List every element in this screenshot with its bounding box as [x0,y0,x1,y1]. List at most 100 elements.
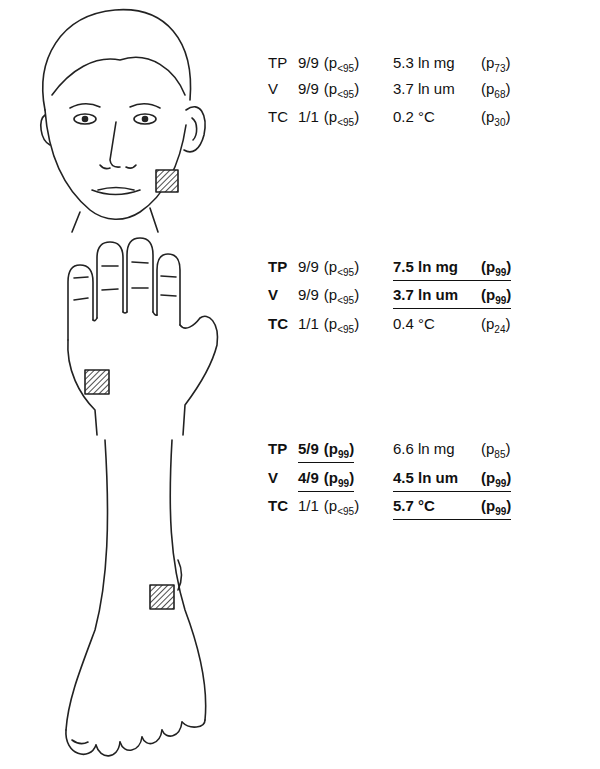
percentile-close: ) [354,80,359,97]
value-group: TC [268,497,288,515]
value-group: TC [268,315,288,333]
percentile-open: (p [481,258,495,275]
percentile-close: ) [349,440,354,457]
ratio-value: 5/9 [298,440,319,457]
test-name: TP [268,440,287,457]
value-group: TP [268,54,287,72]
value-group: (p24) [481,315,510,335]
percentile-close: ) [505,80,510,97]
value-group: 9/9(p<95) [298,80,359,100]
percentile-close: ) [506,469,511,486]
percentile-close: ) [354,258,359,275]
percentile-subscript: <95 [337,295,354,306]
percentile-close: ) [505,440,510,457]
percentile-subscript: 99 [338,478,349,489]
value-group: (p85) [481,440,510,460]
value-group: (p99) [481,286,511,306]
measured-value: 4.5 ln um [393,469,458,486]
value-group: TC [268,108,288,126]
percentile-open: (p [481,54,494,71]
measured-value: 0.4 °C [393,315,435,332]
test-name: V [268,80,278,97]
measured-value: 3.7 ln um [393,80,455,97]
percentile-close: ) [354,54,359,71]
foot-drawing [66,440,206,756]
test-name: TC [268,108,288,125]
percentile-close: ) [506,497,511,514]
percentile-subscript: 99 [495,478,506,489]
value-group: 4/9(p99) [298,469,354,489]
percentile-open: (p [481,497,495,514]
value-group: 9/9(p<95) [298,54,359,74]
measured-value: 7.5 ln mg [393,258,458,275]
value-group: 6.6 ln mg [393,440,455,458]
percentile-subscript: <95 [337,267,354,278]
value-group: 1/1(p<95) [298,108,359,128]
percentile-open: (p [324,258,337,275]
percentile-open: (p [324,440,338,457]
value-group: 4.5 ln um [393,469,458,487]
percentile-subscript: 68 [494,89,505,100]
percentile-close: ) [505,108,510,125]
percentile-subscript: 30 [494,117,505,128]
percentile-open: (p [324,108,337,125]
percentile-close: ) [354,286,359,303]
percentile-open: (p [481,315,494,332]
value-group: V [268,286,278,304]
value-group: 5.3 ln mg [393,54,455,72]
test-name: TP [268,258,287,275]
percentile-subscript: 99 [338,449,349,460]
value-group: 5/9 (p99) [298,440,354,460]
percentile-open: (p [481,80,494,97]
percentile-subscript: 99 [495,506,506,517]
value-group: V [268,469,278,487]
test-name: TP [268,54,287,71]
percentile-open: (p [324,497,337,514]
percentile-open: (p [481,286,495,303]
percentile-open: (p [481,440,494,457]
percentile-close: ) [505,54,510,71]
ratio-value: 9/9 [298,80,319,97]
percentile-subscript: <95 [337,506,354,517]
percentile-subscript: <95 [337,117,354,128]
ratio-value: 1/1 [298,108,319,125]
ratio-value: 1/1 [298,497,319,514]
test-name: V [268,469,278,486]
value-group: 1/1 (p<95) [298,497,359,517]
value-group: 0.4 °C [393,315,435,333]
percentile-subscript: <95 [337,324,354,335]
percentile-subscript: 73 [494,63,505,74]
value-group: TP [268,258,287,276]
percentile-open: (p [481,108,494,125]
underline [393,491,511,492]
measured-value: 0.2 °C [393,108,435,125]
value-group: 7.5 ln mg [393,258,458,276]
percentile-open: (p [481,469,495,486]
value-group: (p99) [481,258,511,278]
value-group: (p30) [481,108,510,128]
percentile-subscript: <95 [337,63,354,74]
percentile-close: ) [505,315,510,332]
percentile-subscript: 99 [495,267,506,278]
value-group: (p68) [481,80,510,100]
percentile-subscript: 85 [494,449,505,460]
percentile-subscript: 99 [495,295,506,306]
percentile-open: (p [324,80,337,97]
underline [393,280,511,281]
percentile-close: ) [506,286,511,303]
value-group: V [268,80,278,98]
percentile-open: (p [324,286,337,303]
percentile-close: ) [349,469,354,486]
value-group: 3.7 ln um [393,286,458,304]
measured-value: 6.6 ln mg [393,440,455,457]
measured-value: 5.7 °C [393,497,435,514]
percentile-open: (p [324,54,337,71]
percentile-close: ) [354,315,359,332]
ratio-value: 1/1 [298,315,319,332]
percentile-close: ) [506,258,511,275]
hand-drawing [68,238,218,435]
underline [393,308,511,309]
percentile-close: ) [354,497,359,514]
value-group: (p99) [481,469,511,489]
